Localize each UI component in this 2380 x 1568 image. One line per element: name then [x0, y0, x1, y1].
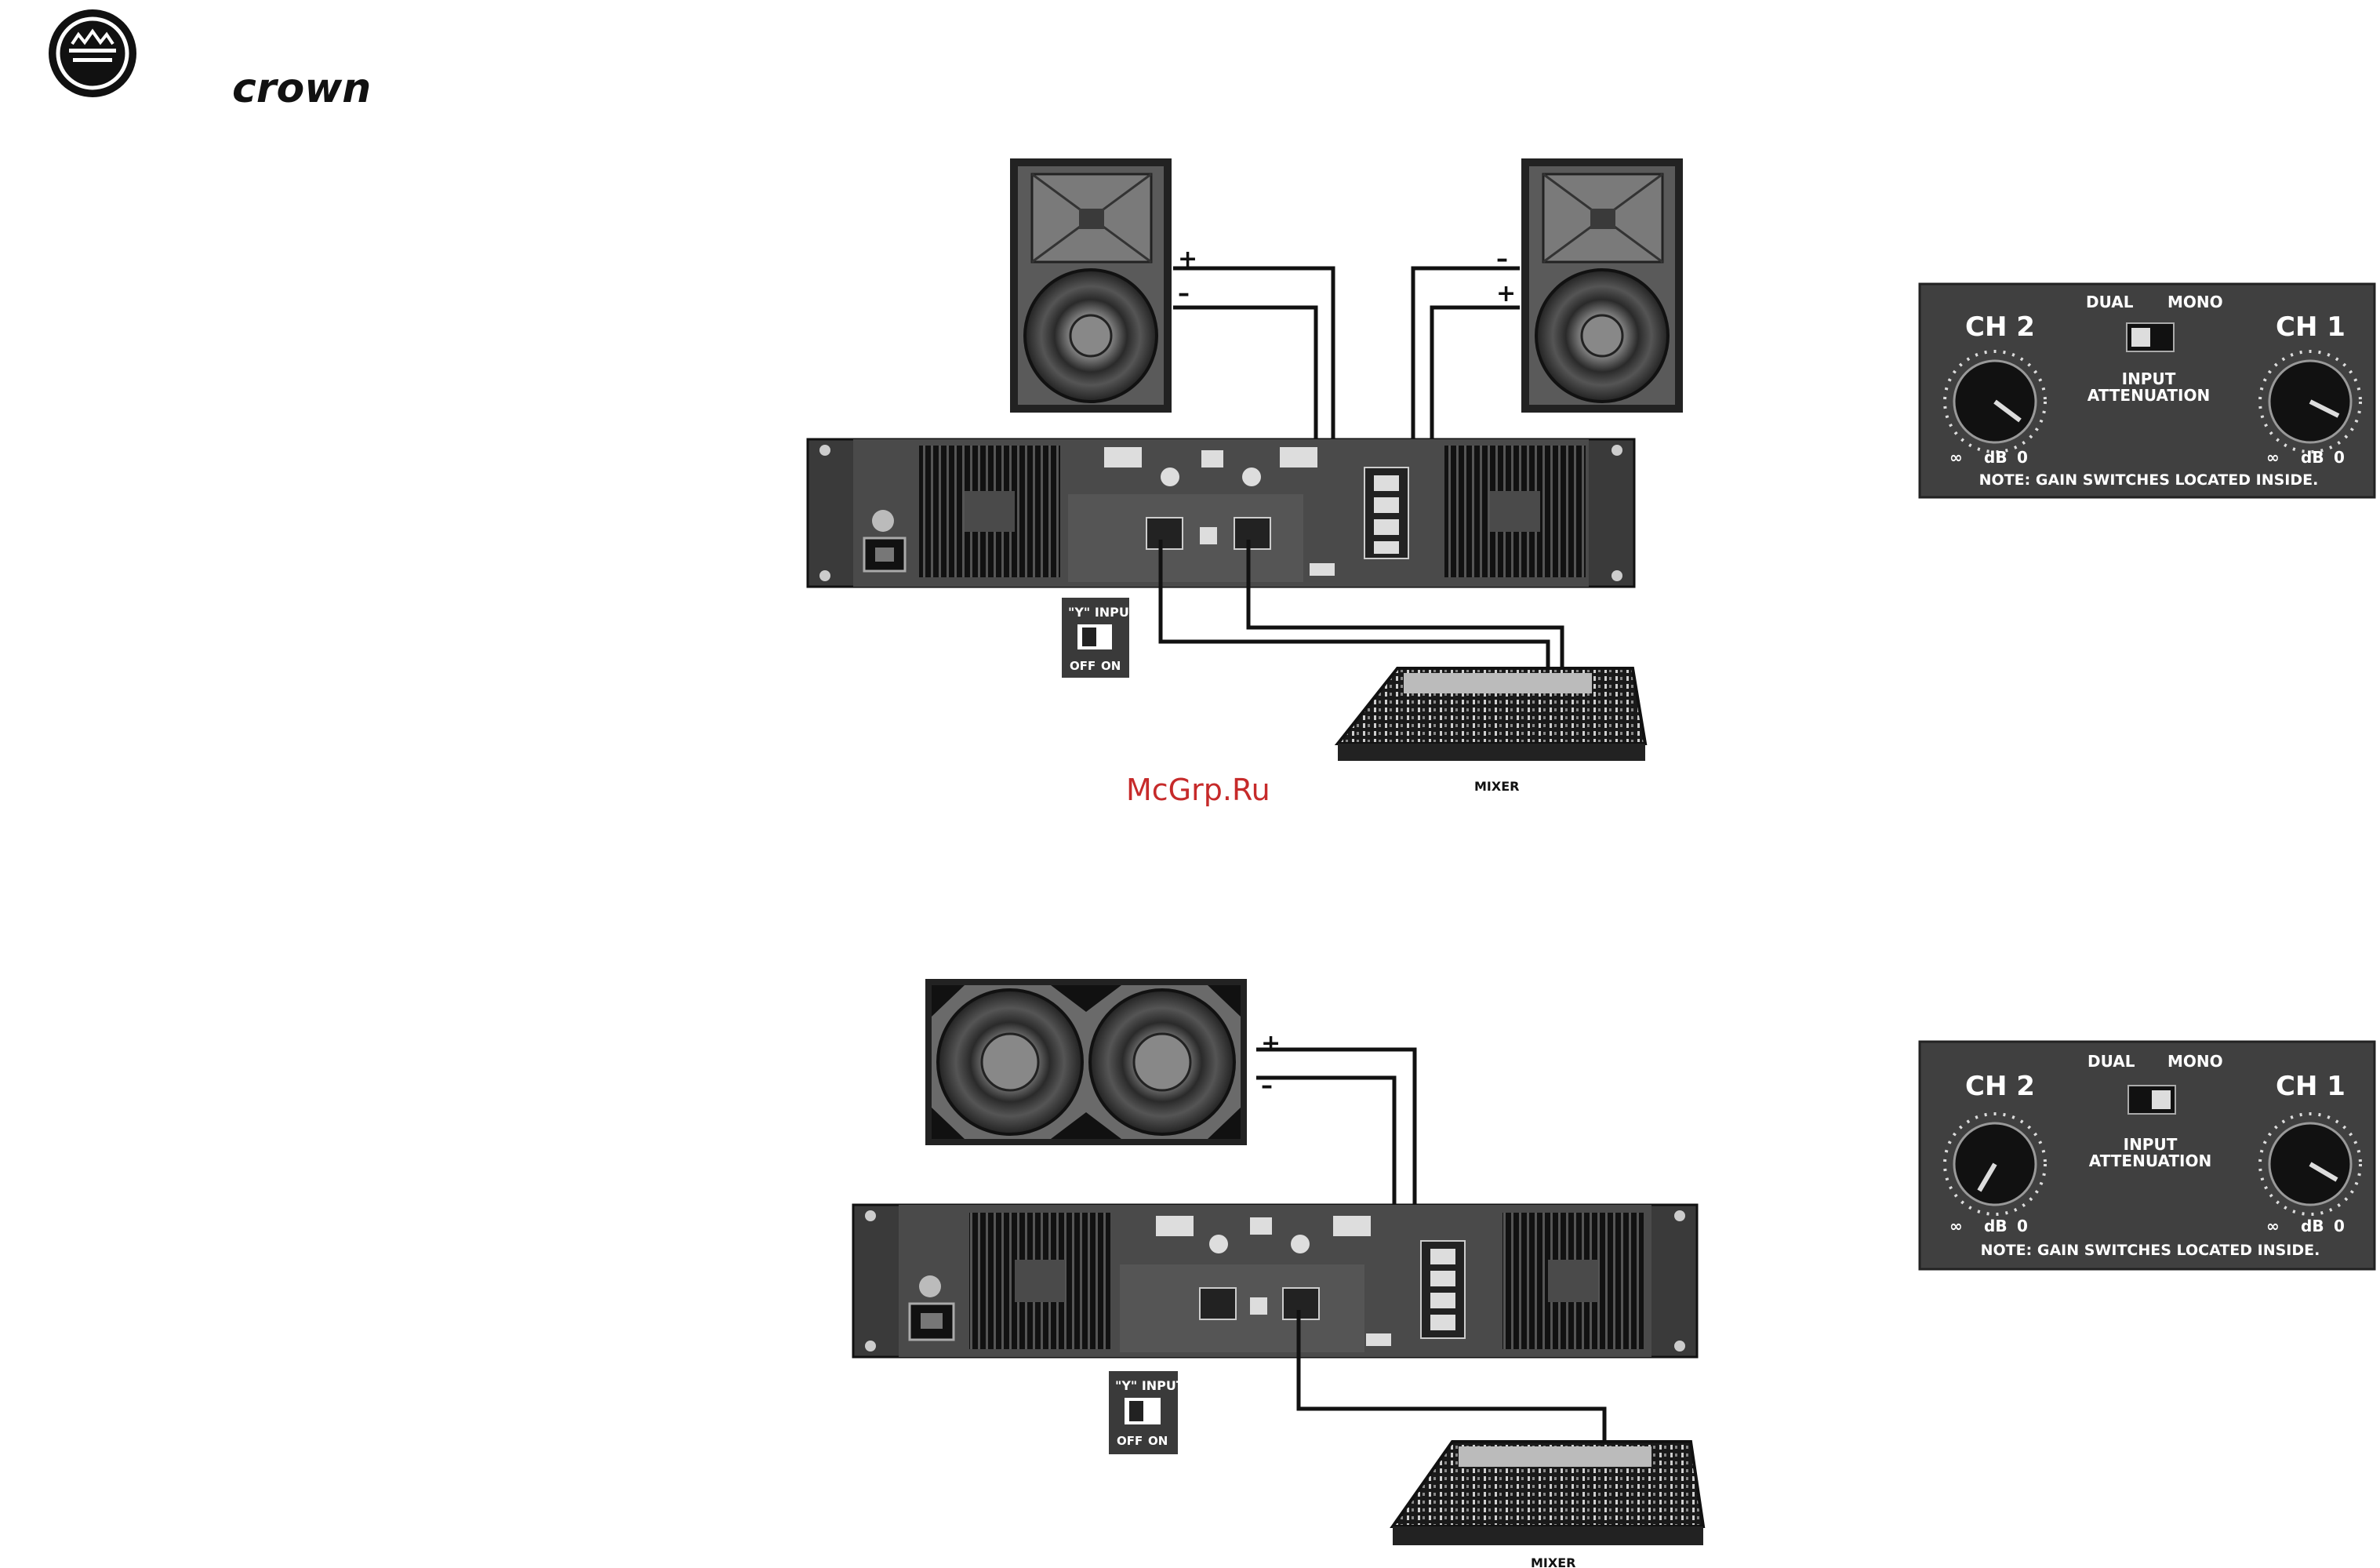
y-input-title: "Y" INPUT — [1068, 605, 1138, 620]
ch2-scale-db: dB — [1984, 448, 2008, 467]
ch1-scale-db-bottom: dB — [2301, 1217, 2324, 1235]
ch2-scale-inf-bottom: ∞ — [1949, 1217, 1963, 1235]
ch2-scale-zero: 0 — [2017, 448, 2028, 467]
sub-plus: + — [1261, 1030, 1281, 1057]
y-input-off-bottom: OFF — [1117, 1434, 1143, 1448]
ch2-scale-zero-bottom: 0 — [2017, 1217, 2028, 1235]
ch2-label-bottom: CH 2 — [1965, 1071, 2035, 1102]
ch1-label-bottom: CH 1 — [2276, 1071, 2345, 1102]
mixer-label-top: MIXER — [1474, 779, 1519, 794]
y-input-off: OFF — [1070, 659, 1096, 673]
ch2-scale-inf: ∞ — [1949, 448, 1963, 467]
amplifier-top — [808, 439, 1634, 587]
ch1-scale-inf: ∞ — [2266, 448, 2280, 467]
ch2-scale-db-bottom: dB — [1984, 1217, 2008, 1235]
speaker-right-plus: + — [1496, 280, 1516, 307]
ch1-scale-zero-bottom: 0 — [2334, 1217, 2345, 1235]
amplifier-bottom — [853, 1205, 1697, 1357]
ch1-scale-zero: 0 — [2334, 448, 2345, 467]
mono-label-bottom: MONO — [2167, 1052, 2223, 1071]
gain-switch-note-bottom: NOTE: GAIN SWITCHES LOCATED INSIDE. — [1981, 1242, 2320, 1259]
ch1-scale-db: dB — [2301, 448, 2324, 467]
mixer-bottom: MIXER — [1393, 1442, 1703, 1568]
y-input-on-bottom: ON — [1148, 1434, 1168, 1448]
y-input-panel-bottom: "Y" INPUT OFF ON — [1109, 1371, 1185, 1454]
brand-name: crown — [232, 65, 371, 112]
speaker-left-minus: – — [1178, 280, 1190, 307]
dual-label: DUAL — [2086, 293, 2134, 311]
subwoofer-cabinet — [925, 979, 1247, 1145]
mixer-label-bottom: MIXER — [1531, 1555, 1575, 1568]
gain-switch-note: NOTE: GAIN SWITCHES LOCATED INSIDE. — [1979, 471, 2319, 489]
y-input-panel-top: "Y" INPUT OFF ON — [1062, 598, 1138, 678]
mixer-top: MIXER — [1338, 668, 1645, 794]
speaker-left — [1010, 158, 1172, 413]
watermark: McGrp.Ru — [1126, 773, 1270, 807]
y-input-on: ON — [1101, 659, 1121, 673]
speaker-right — [1521, 158, 1683, 413]
y-input-title-bottom: "Y" INPUT — [1115, 1378, 1185, 1393]
ch2-label: CH 2 — [1965, 311, 2035, 343]
ch1-scale-inf-bottom: ∞ — [2266, 1217, 2280, 1235]
dual-label-bottom: DUAL — [2087, 1052, 2135, 1071]
ch1-label: CH 1 — [2276, 311, 2345, 343]
crown-logo-icon — [49, 9, 136, 97]
mono-label: MONO — [2167, 293, 2223, 311]
